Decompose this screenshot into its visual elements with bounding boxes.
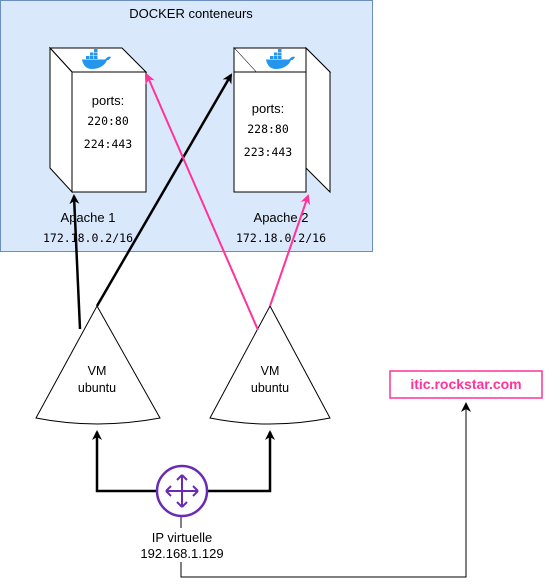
- ports-label: ports:: [92, 93, 125, 108]
- arrow-vm2-to-apache2: [269, 194, 311, 307]
- vm-label: ubuntu: [78, 381, 116, 395]
- router-ip-label: IP virtuelle: [152, 530, 212, 545]
- container-ip: 172.18.0.2/16: [236, 231, 326, 245]
- port-mapping: 228:80: [247, 122, 289, 136]
- container-name: Apache 2: [254, 210, 309, 225]
- vm-label: ubuntu: [251, 381, 289, 395]
- container-apache-1[interactable]: ports: 220:80 224:443: [48, 46, 148, 194]
- port-mapping: 220:80: [87, 114, 129, 128]
- container-ip: 172.18.0.2/16: [43, 231, 133, 245]
- container-apache-2[interactable]: ports: 228:80 223:443: [232, 46, 332, 194]
- docker-group-title: DOCKER conteneurs: [129, 6, 253, 21]
- vm-label: VM: [261, 364, 280, 378]
- arrow-vm1-to-apache2: [95, 73, 233, 307]
- router-ip-value: 192.168.1.129: [140, 546, 223, 561]
- ports-label: ports:: [252, 101, 285, 116]
- vm-label: VM: [88, 364, 107, 378]
- port-mapping: 223:443: [244, 145, 293, 159]
- arrow-vm2-to-apache1: [145, 73, 259, 331]
- router-arrows-icon[interactable]: [155, 464, 209, 518]
- website-box[interactable]: itic.rockstar.com: [389, 370, 543, 399]
- port-mapping: 224:443: [84, 137, 133, 151]
- arrow-router-to-vm2: [208, 430, 275, 493]
- website-label: itic.rockstar.com: [410, 376, 521, 392]
- container-name: Apache 1: [61, 210, 116, 225]
- arrow-router-to-vm1: [92, 430, 156, 493]
- vm-node-1[interactable]: VM ubuntu: [35, 304, 161, 425]
- vm-node-2[interactable]: VM ubuntu: [209, 304, 331, 425]
- arrow-vm1-to-apache1: [69, 194, 82, 330]
